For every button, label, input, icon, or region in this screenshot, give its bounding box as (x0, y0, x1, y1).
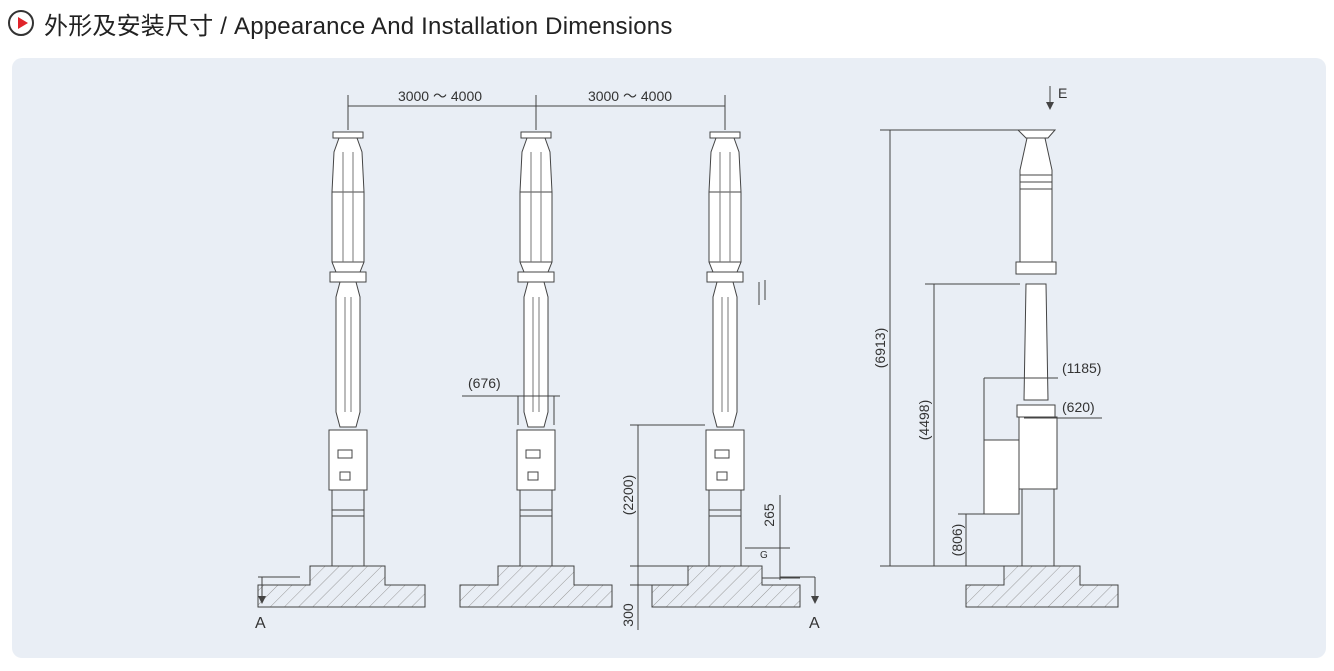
dim-label-300: 300 (620, 603, 636, 627)
section-header: 外形及安装尺寸 / Appearance And Installation Di… (8, 6, 673, 40)
dim-label-6913: (6913) (872, 328, 888, 368)
span-label-1: 3000 ～ 4000 (398, 88, 482, 104)
label-g: G (760, 550, 768, 561)
section-label-a-right: A (809, 615, 820, 632)
span-dimension-lines (261, 86, 1102, 630)
drawing-panel (12, 58, 1326, 658)
dim-label-676: (676) (468, 375, 501, 391)
section-title: 外形及安装尺寸 / Appearance And Installation Di… (44, 12, 673, 40)
pole-right (705, 131, 745, 567)
dim-label-1185: (1185) (1062, 360, 1101, 376)
foundation-left (257, 565, 426, 608)
dim-label-4498: (4498) (916, 400, 932, 440)
dim-label-265: 265 (761, 503, 777, 527)
section-label-a-left: A (255, 615, 266, 632)
foundation-mid (459, 565, 613, 608)
foundation-side (965, 565, 1119, 608)
pole-left (328, 131, 368, 567)
dim-label-620: (620) (1062, 399, 1095, 415)
dim-label-2200: (2200) (620, 475, 636, 515)
pole-side-view (983, 129, 1058, 567)
label-e: E (1058, 85, 1067, 101)
play-circle-icon (8, 10, 34, 36)
dim-label-806: (806) (949, 524, 965, 557)
arrow-heads (258, 102, 1054, 604)
foundation-right (651, 565, 801, 608)
pole-middle (516, 131, 556, 567)
span-label-2: 3000 ～ 4000 (588, 88, 672, 104)
